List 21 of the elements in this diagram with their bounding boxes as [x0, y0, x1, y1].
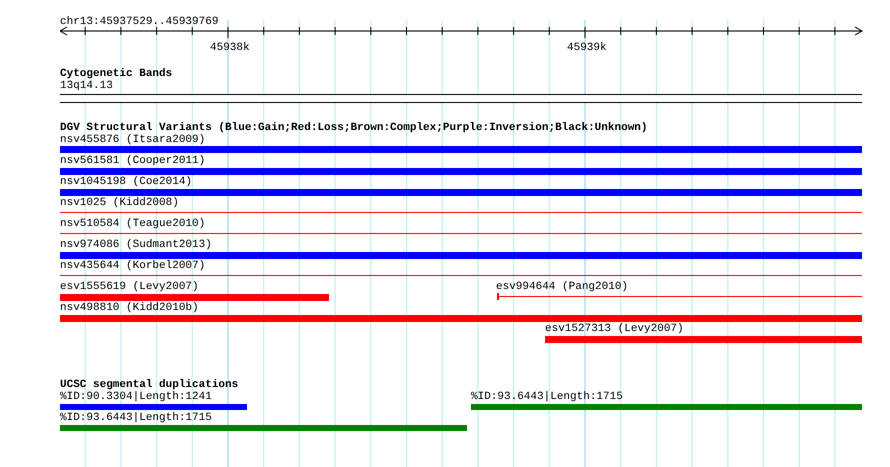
track-heading: UCSC segmental duplications	[60, 379, 238, 391]
coordinate-range: chr13:45937529..45939769	[60, 16, 218, 28]
scale-tick-label: 45939k	[567, 42, 607, 54]
feature-label: %ID:93.6443|Length:1715	[471, 391, 623, 403]
feature-label: nsv974086 (Sudmant2013)	[60, 239, 212, 251]
feature-label: esv994644 (Pang2010)	[496, 281, 628, 293]
scale-tick-label: 45938k	[210, 42, 250, 54]
feature-label: nsv498810 (Kidd2010b)	[60, 302, 199, 314]
track-heading: Cytogenetic Bands	[60, 68, 172, 80]
feature-label: nsv561581 (Cooper2011)	[60, 155, 206, 167]
feature-label: nsv1045198 (Coe2014)	[60, 176, 192, 188]
feature-label: nsv1025 (Kidd2008)	[60, 197, 179, 209]
track-heading: DGV Structural Variants (Blue:Gain;Red:Loss;Brown:Complex;Purple:Inversion;Black:Unknown)	[60, 122, 648, 134]
feature-label: esv1527313 (Levy2007)	[545, 323, 684, 335]
feature-label: %ID:90.3304|Length:1241	[60, 391, 212, 403]
band-label: 13q14.13	[60, 80, 113, 92]
feature-label: esv1555619 (Levy2007)	[60, 281, 199, 293]
feature-label: nsv455876 (Itsara2009)	[60, 134, 206, 146]
feature-label: nsv510584 (Teague2010)	[60, 218, 206, 230]
feature-label: nsv435644 (Korbel2007)	[60, 260, 206, 272]
feature-label: %ID:93.6443|Length:1715	[60, 412, 212, 424]
